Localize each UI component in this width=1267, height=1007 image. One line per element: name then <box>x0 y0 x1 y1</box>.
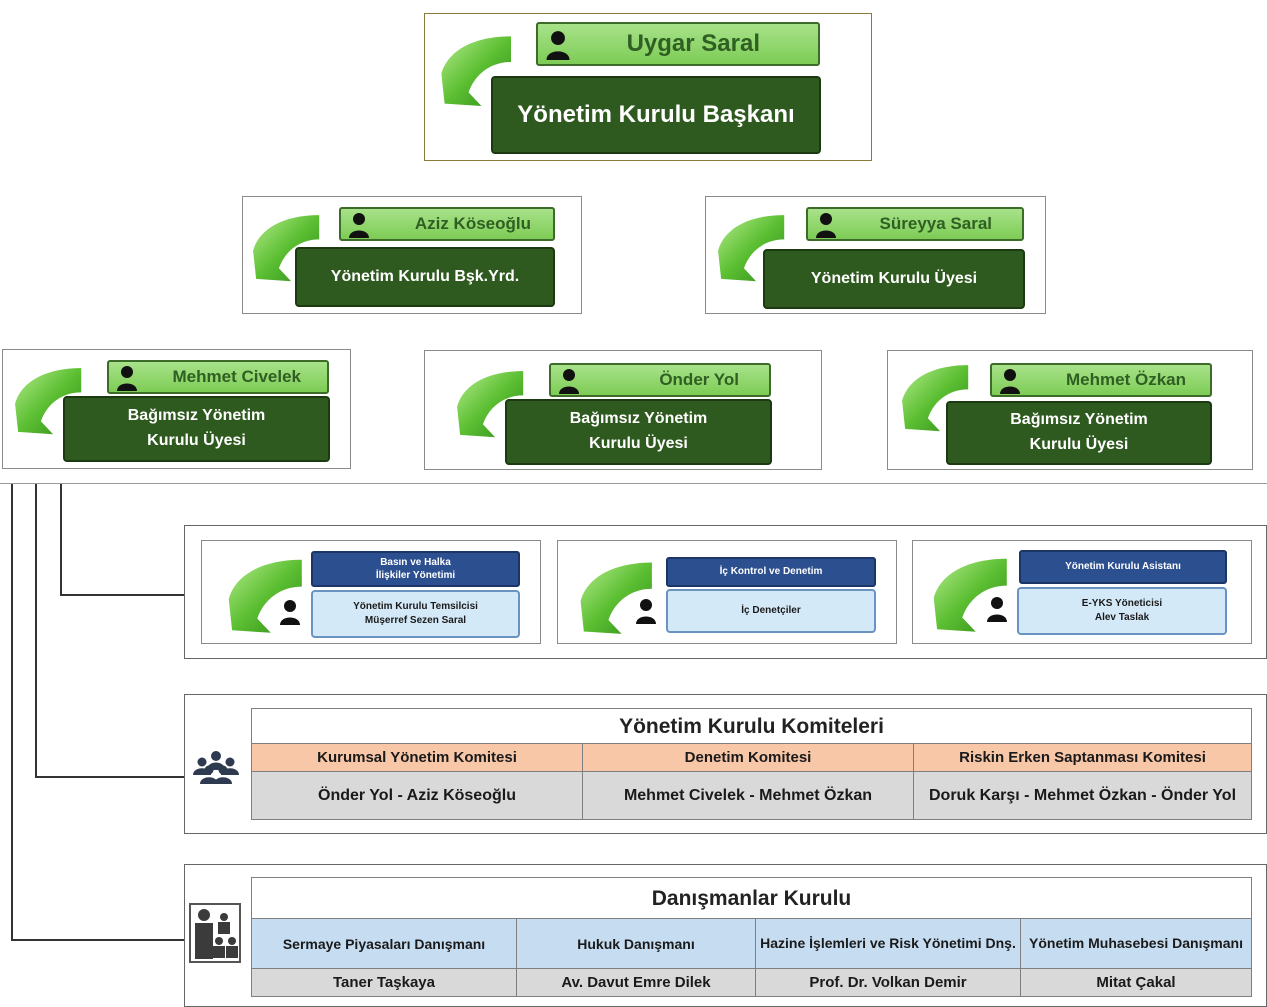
person-icon <box>544 30 572 60</box>
committees-title: Yönetim Kurulu Komiteleri <box>251 708 1252 744</box>
name-bar: Aziz Köseoğlu <box>339 207 555 241</box>
independent-member-card: Mehmet Özkan Bağımsız Yönetim Kurulu Üye… <box>887 350 1253 470</box>
advisor-name: Taner Taşkaya <box>251 968 517 997</box>
support-unit-card: Basın ve Halka İlişkiler Yönetimi Yöneti… <box>201 540 541 644</box>
unit-header: İç Kontrol ve Denetim <box>666 557 876 587</box>
independent-member-title: Bağımsız Yönetim Kurulu Üyesi <box>946 401 1212 465</box>
independent-member-title: Bağımsız Yönetim Kurulu Üyesi <box>505 399 772 465</box>
support-unit-card: İç Kontrol ve Denetim İç Denetçiler <box>557 540 897 644</box>
title-line: Bağımsız Yönetim <box>127 407 266 425</box>
advisors-title: Danışmanlar Kurulu <box>251 877 1252 919</box>
connector-line <box>35 484 37 778</box>
advisor-name: Mitat Çakal <box>1020 968 1252 997</box>
committee-header: Denetim Komitesi <box>582 743 914 772</box>
name-bar: Mehmet Civelek <box>107 360 329 394</box>
advisor-name: Av. Davut Emre Dilek <box>516 968 756 997</box>
board-member-name: Süreyya Saral <box>879 214 992 233</box>
title-line: Bağımsız Yönetim <box>569 410 708 428</box>
advisor-role: Hazine İşlemleri ve Risk Yönetimi Dnş. <box>755 918 1021 969</box>
chairman-title: Yönetim Kurulu Başkanı <box>491 76 821 154</box>
independent-member-name: Mehmet Civelek <box>172 367 302 386</box>
chairman-name: Uygar Saral <box>626 30 760 57</box>
committee-members: Önder Yol - Aziz Köseoğlu <box>251 771 583 820</box>
committee-header: Riskin Erken Saptanması Komitesi <box>913 743 1252 772</box>
connector-line <box>60 484 62 596</box>
connector-line <box>35 776 186 778</box>
vice-chairman-title: Yönetim Kurulu Bşk.Yrd. <box>295 247 555 307</box>
person-icon <box>557 368 581 394</box>
independent-member-card: Mehmet Civelek Bağımsız Yönetim Kurulu Ü… <box>2 349 351 469</box>
independent-member-name: Önder Yol <box>659 370 739 389</box>
chairman-card: Uygar Saral Yönetim Kurulu Başkanı <box>424 13 872 161</box>
person-icon <box>985 591 1009 627</box>
connector-line <box>11 939 187 941</box>
advisor-role: Sermaye Piyasaları Danışmanı <box>251 918 517 969</box>
person-icon <box>998 368 1022 394</box>
unit-header: Yönetim Kurulu Asistanı <box>1019 550 1227 584</box>
title-line: Kurulu Üyesi <box>147 432 246 449</box>
board-member-card: Süreyya Saral Yönetim Kurulu Üyesi <box>705 196 1046 314</box>
unit-body: Yönetim Kurulu Temsilcisi Müşerref Sezen… <box>311 590 520 638</box>
committee-header: Kurumsal Yönetim Komitesi <box>251 743 583 772</box>
person-icon <box>634 593 658 629</box>
advisor-role: Yönetim Muhasebesi Danışmanı <box>1020 918 1252 969</box>
connector-line <box>60 594 186 596</box>
person-icon <box>347 212 371 238</box>
advisor-name: Prof. Dr. Volkan Demir <box>755 968 1021 997</box>
support-unit-card: Yönetim Kurulu Asistanı E-YKS Yöneticisi… <box>912 540 1252 644</box>
independent-member-title: Bağımsız Yönetim Kurulu Üyesi <box>63 396 330 462</box>
unit-body: İç Denetçiler <box>666 589 876 633</box>
vice-chairman-name: Aziz Köseoğlu <box>414 214 531 233</box>
name-bar: Uygar Saral <box>536 22 820 66</box>
independent-member-name: Mehmet Özkan <box>1066 370 1186 389</box>
person-icon <box>278 593 302 631</box>
title-line: Bağımsız Yönetim <box>1010 411 1148 429</box>
title-line: Kurulu Üyesi <box>1029 436 1129 453</box>
connector-line <box>0 483 1267 484</box>
unit-header: Basın ve Halka İlişkiler Yönetimi <box>311 551 520 587</box>
group-icon <box>193 751 239 784</box>
committees-table: Kurumsal Yönetim Komitesi Denetim Komite… <box>251 743 1252 820</box>
committee-members: Doruk Karşı - Mehmet Özkan - Önder Yol <box>913 771 1252 820</box>
name-bar: Süreyya Saral <box>806 207 1024 241</box>
connector-line <box>11 484 13 941</box>
title-line: Kurulu Üyesi <box>589 435 688 452</box>
independent-member-card: Önder Yol Bağımsız Yönetim Kurulu Üyesi <box>424 350 822 470</box>
advisors-table: Sermaye Piyasaları Danışmanı Hukuk Danış… <box>251 918 1252 997</box>
advisor-role: Hukuk Danışmanı <box>516 918 756 969</box>
name-bar: Mehmet Özkan <box>990 363 1212 397</box>
advisors-icon <box>189 903 241 963</box>
committee-members: Mehmet Civelek - Mehmet Özkan <box>582 771 914 820</box>
name-bar: Önder Yol <box>549 363 771 397</box>
board-member-title: Yönetim Kurulu Üyesi <box>763 249 1025 309</box>
vice-chairman-card: Aziz Köseoğlu Yönetim Kurulu Bşk.Yrd. <box>242 196 582 314</box>
person-icon <box>115 365 139 391</box>
person-icon <box>814 212 838 238</box>
unit-body: E-YKS Yöneticisi Alev Taslak <box>1017 587 1227 635</box>
